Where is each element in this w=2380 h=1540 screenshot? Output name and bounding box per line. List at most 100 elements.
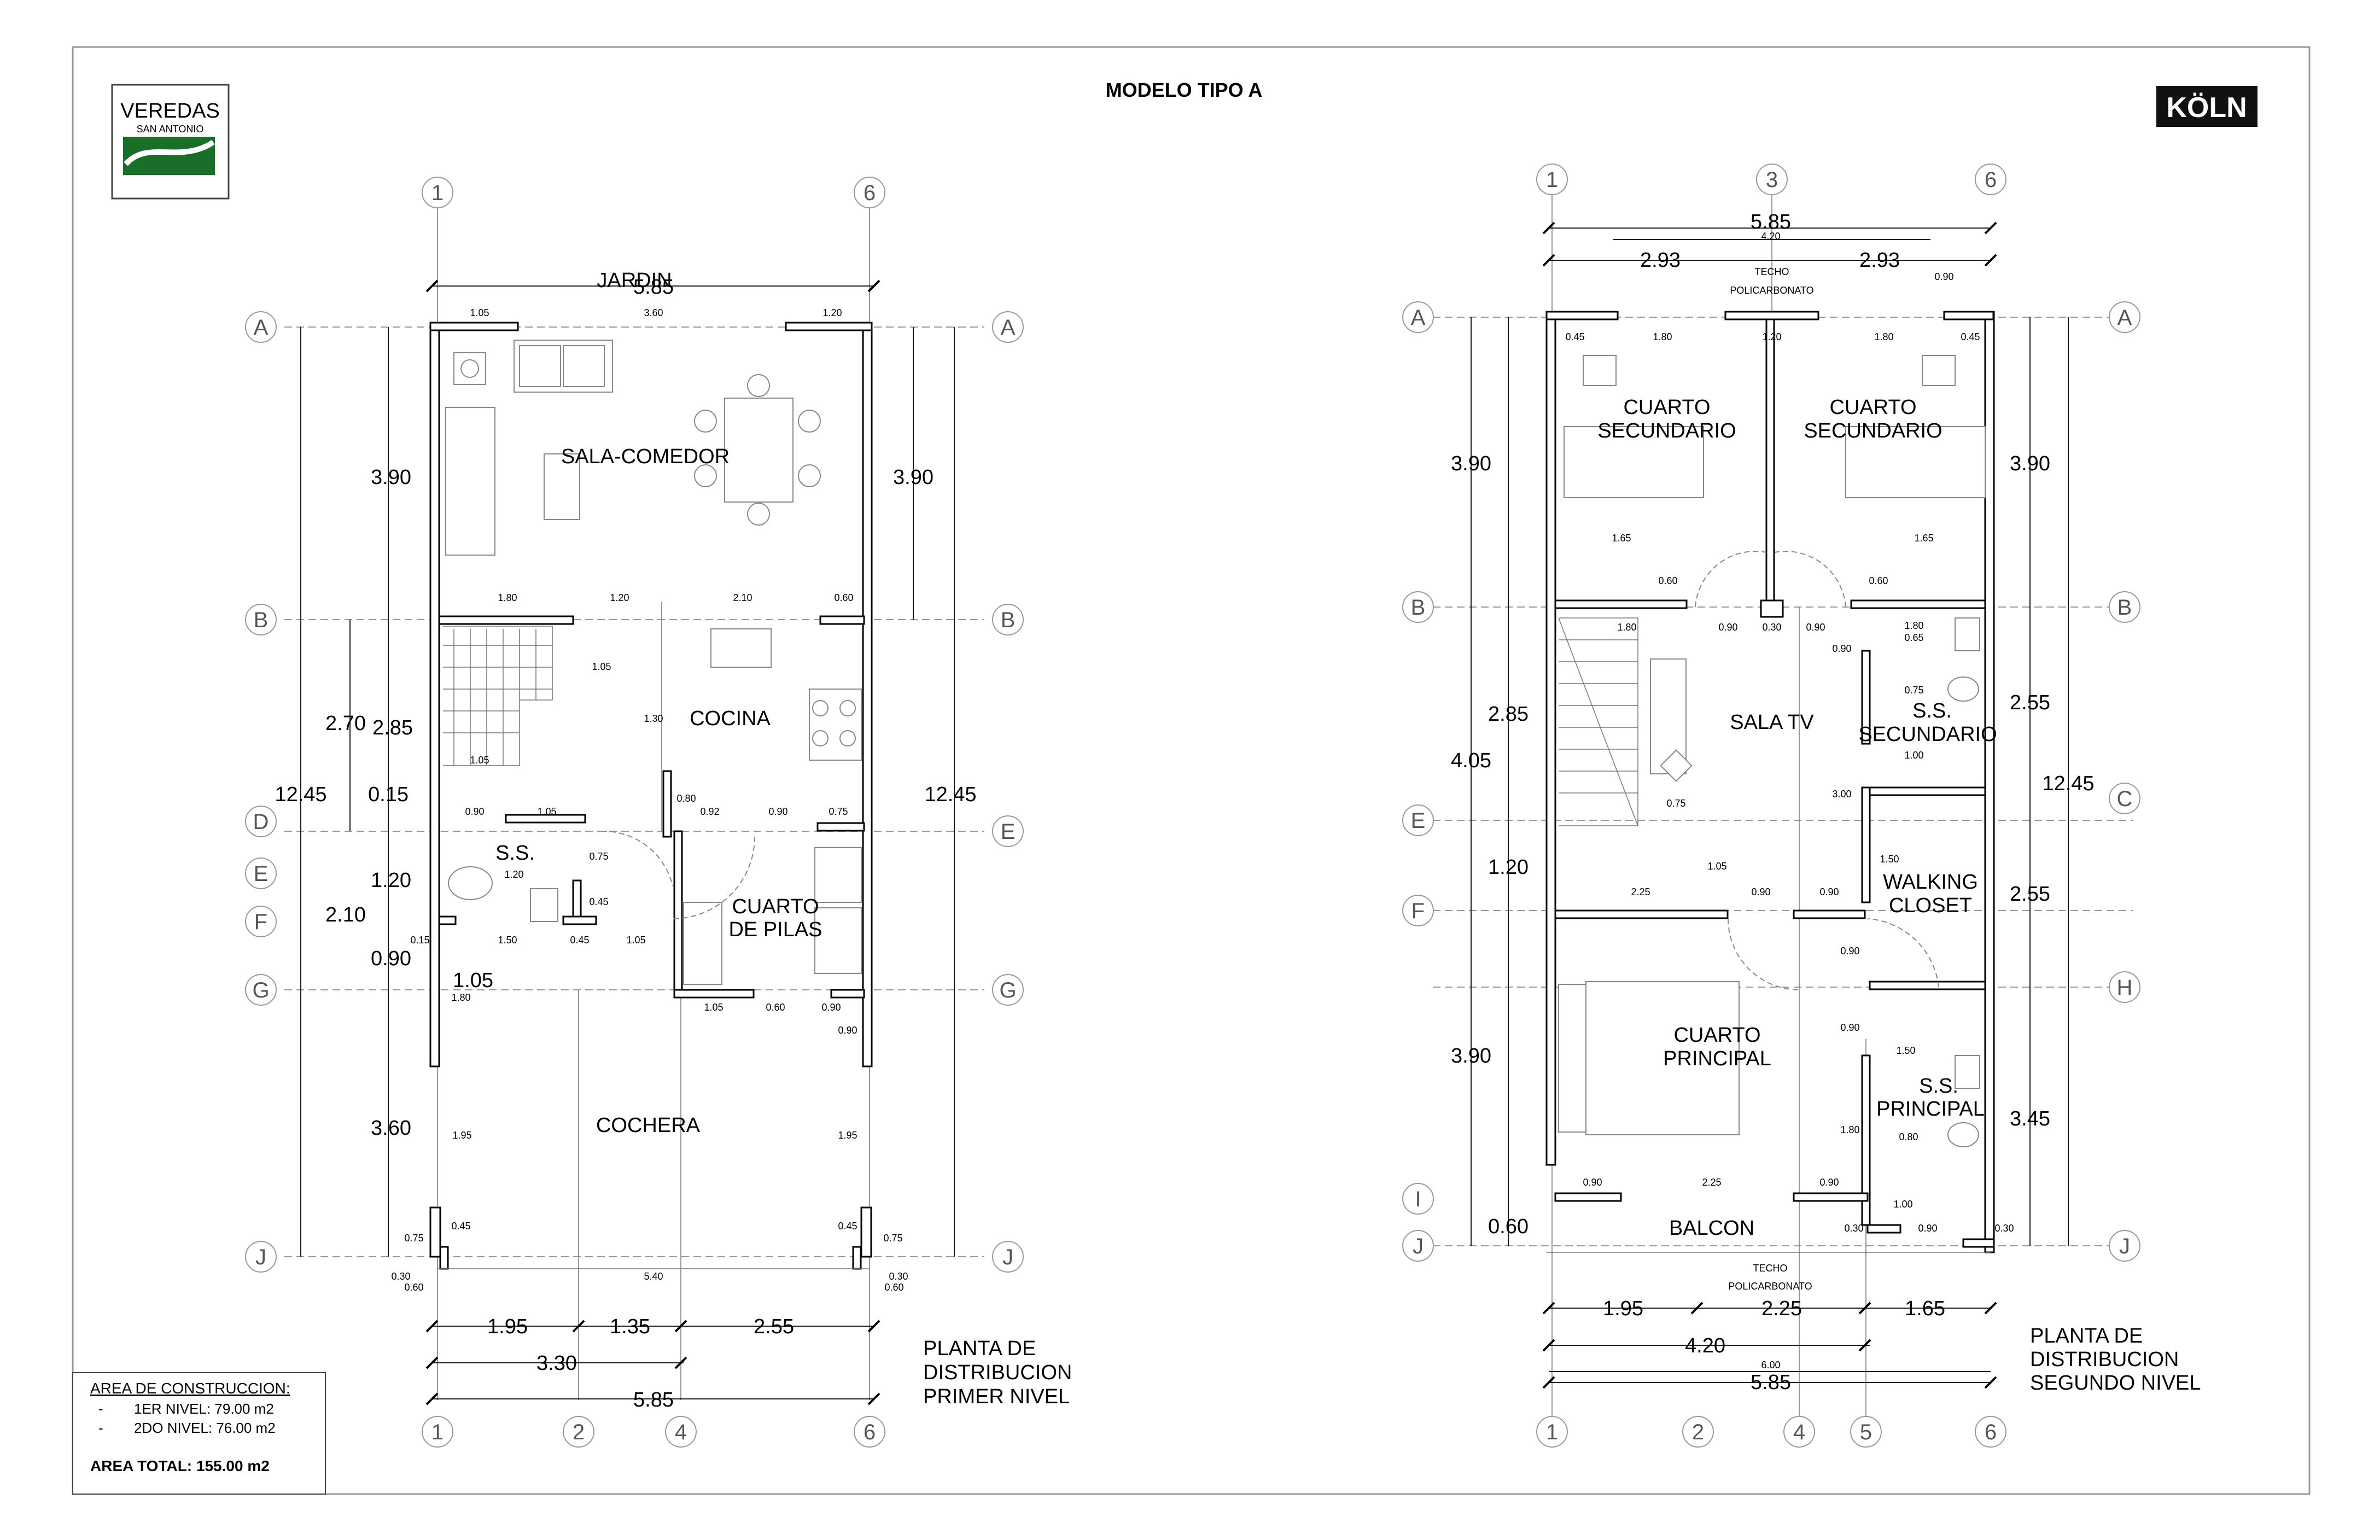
sf-dim-285: 2.85 [1488,703,1529,726]
ff-caption-2: DISTRIBUCION [923,1361,1072,1384]
ff-dim-270: 2.70 [325,712,366,735]
sf-axis-bottom-4: 4 [1793,1420,1805,1444]
ff-sdim-060b: 0.60 [766,1002,785,1013]
ff-axis-left-g: G [252,978,269,1002]
sf-sdim-225b: 2.25 [1702,1177,1721,1188]
ff-sdim-180: 1.80 [498,592,517,603]
ff-caption-1: PLANTA DE [923,1337,1036,1360]
area-bullet-1: - [98,1401,103,1417]
sf-dim-b165: 1.65 [1905,1297,1945,1320]
ff-dim-285: 2.85 [372,716,413,739]
sf-sdim-090d: 0.90 [1751,886,1770,897]
sf-sdim-090f: 0.90 [1840,946,1859,956]
ff-axis-top-1: 1 [431,181,444,205]
sf-axis-bubbles: 1 3 6 1 2 4 5 6 A B E F I J A B C H J [1402,164,2140,1448]
sf-dim-r255b: 2.55 [2010,883,2050,906]
sf-dim-top-293a: 2.93 [1640,249,1681,272]
second-floor-grid-lines [1433,191,2133,1433]
ff-axis-right-b: B [1001,608,1016,632]
ff-axis-left-f: F [254,910,267,934]
ff-dim-b195: 1.95 [487,1315,528,1338]
furniture-second [1558,355,1986,1147]
ff-sdim-030a: 0.30 [391,1271,410,1282]
sf-sdim-030b: 0.30 [1994,1223,2014,1234]
sf-axis-right-h: H [2117,976,2133,1000]
room-ss-pri-2: PRINCIPAL [1876,1098,1985,1121]
sf-sdim-150a: 1.50 [1880,854,1899,865]
ff-sdim-150: 1.50 [498,935,517,946]
room-cuarto-sec-right-1: CUARTO [1829,396,1916,419]
ff-sdim-080: 0.80 [676,793,696,804]
sf-sdim-045b: 0.45 [1961,331,1980,342]
room-sala-tv: SALA TV [1730,711,1814,734]
ff-dim-top-c: 1.20 [822,307,842,318]
sf-axis-bottom-6: 6 [1985,1420,1997,1444]
logo-line1: VEREDAS [120,100,220,122]
sf-axis-right-j: J [2119,1234,2130,1258]
sf-sdim-090e: 0.90 [1819,886,1839,897]
sf-dim-right-390: 3.90 [2010,452,2050,475]
area-bullet-2: - [98,1420,103,1436]
ff-sdim-105a: 1.05 [592,661,611,672]
sf-axis-left-e: E [1411,809,1426,833]
sf-sdim-225a: 2.25 [1631,886,1650,897]
sf-dim-b195: 1.95 [1603,1297,1643,1320]
area-line1: 1ER NIVEL: 79.00 m2 [134,1401,274,1417]
sf-dim-b585: 5.85 [1751,1371,1791,1394]
room-ss-sec-1: S.S. [1912,699,1952,722]
ff-sdim-075b: 0.75 [589,851,608,862]
sf-sdim-180e: 1.80 [1840,1124,1859,1135]
ff-sdim-130: 1.30 [644,713,663,724]
ff-axis-left-e: E [254,862,269,886]
ff-sdim-105d: 1.05 [626,935,645,946]
sf-dim-b420: 4.20 [1685,1334,1725,1357]
ff-sdim-105c: 1.05 [537,806,556,817]
ff-dim-1245-right: 12.45 [924,783,976,806]
room-cochera: COCHERA [596,1114,701,1137]
ff-sdim-090d: 0.90 [838,1025,857,1036]
techo-top-2: POLICARBONATO [1730,285,1813,296]
sf-axis-bottom-5: 5 [1860,1420,1872,1444]
sf-caption-2: DISTRIBUCION [2030,1348,2179,1371]
ff-sdim-015: 0.15 [410,935,429,946]
ff-caption-3: PRIMER NIVEL [923,1385,1070,1408]
koln-text: KÖLN [2166,92,2247,124]
ff-sdim-105e: 1.05 [704,1002,723,1013]
area-title: AREA DE CONSTRUCCION: [90,1380,290,1397]
ff-axis-right-a: A [1001,316,1016,340]
sf-sdim-180c: 1.80 [1617,622,1636,633]
furniture-kitchen [672,628,862,985]
sf-sdim-090i: 0.90 [1819,1177,1839,1188]
ff-sdim-120b: 1.20 [504,869,523,880]
ff-axis-bottom-1: 1 [431,1420,444,1444]
sf-sdim-090j: 0.90 [1918,1223,1937,1234]
sf-sdim-100a: 1.00 [1904,750,1923,761]
ff-dim-120: 1.20 [371,869,411,892]
sf-dim-r255a: 2.55 [2010,691,2050,714]
ff-axis-left-j: J [255,1245,266,1269]
room-balcon: BALCON [1669,1217,1754,1240]
ff-dim-top-total: 5.85 [633,276,674,299]
page-title: MODELO TIPO A [1106,79,1263,101]
room-cuarto-sec-left-2: SECUNDARIO [1597,419,1736,442]
ff-axis-left-a: A [254,316,269,340]
ff-sdim-045: 0.45 [589,896,608,907]
room-cuarto-pilas-2: DE PILAS [728,918,822,941]
sf-dim-390b: 3.90 [1451,1045,1491,1068]
room-walking-2: CLOSET [1889,894,1972,917]
sf-dim-120: 1.20 [1488,856,1529,879]
ff-sdim-540: 5.40 [644,1271,663,1282]
sf-sdim-090h: 0.90 [1583,1177,1602,1188]
sf-sdim-090g: 0.90 [1840,1022,1859,1033]
techo-top-1: TECHO [1755,266,1789,277]
sf-sdim-090b: 0.90 [1806,622,1825,633]
sf-sdim-105: 1.05 [1707,861,1726,872]
ff-dim-top-b: 3.60 [644,307,663,318]
room-cuarto-pilas-1: CUARTO [732,895,819,918]
sf-axis-left-f: F [1411,899,1425,923]
furniture-sala [445,340,821,556]
sf-sdim-180a: 1.80 [1653,331,1672,342]
sf-sdim-090c: 0.90 [1832,643,1851,654]
sf-dim-top-090: 0.90 [1934,271,1953,282]
ff-sdim-030b: 0.30 [889,1271,908,1282]
